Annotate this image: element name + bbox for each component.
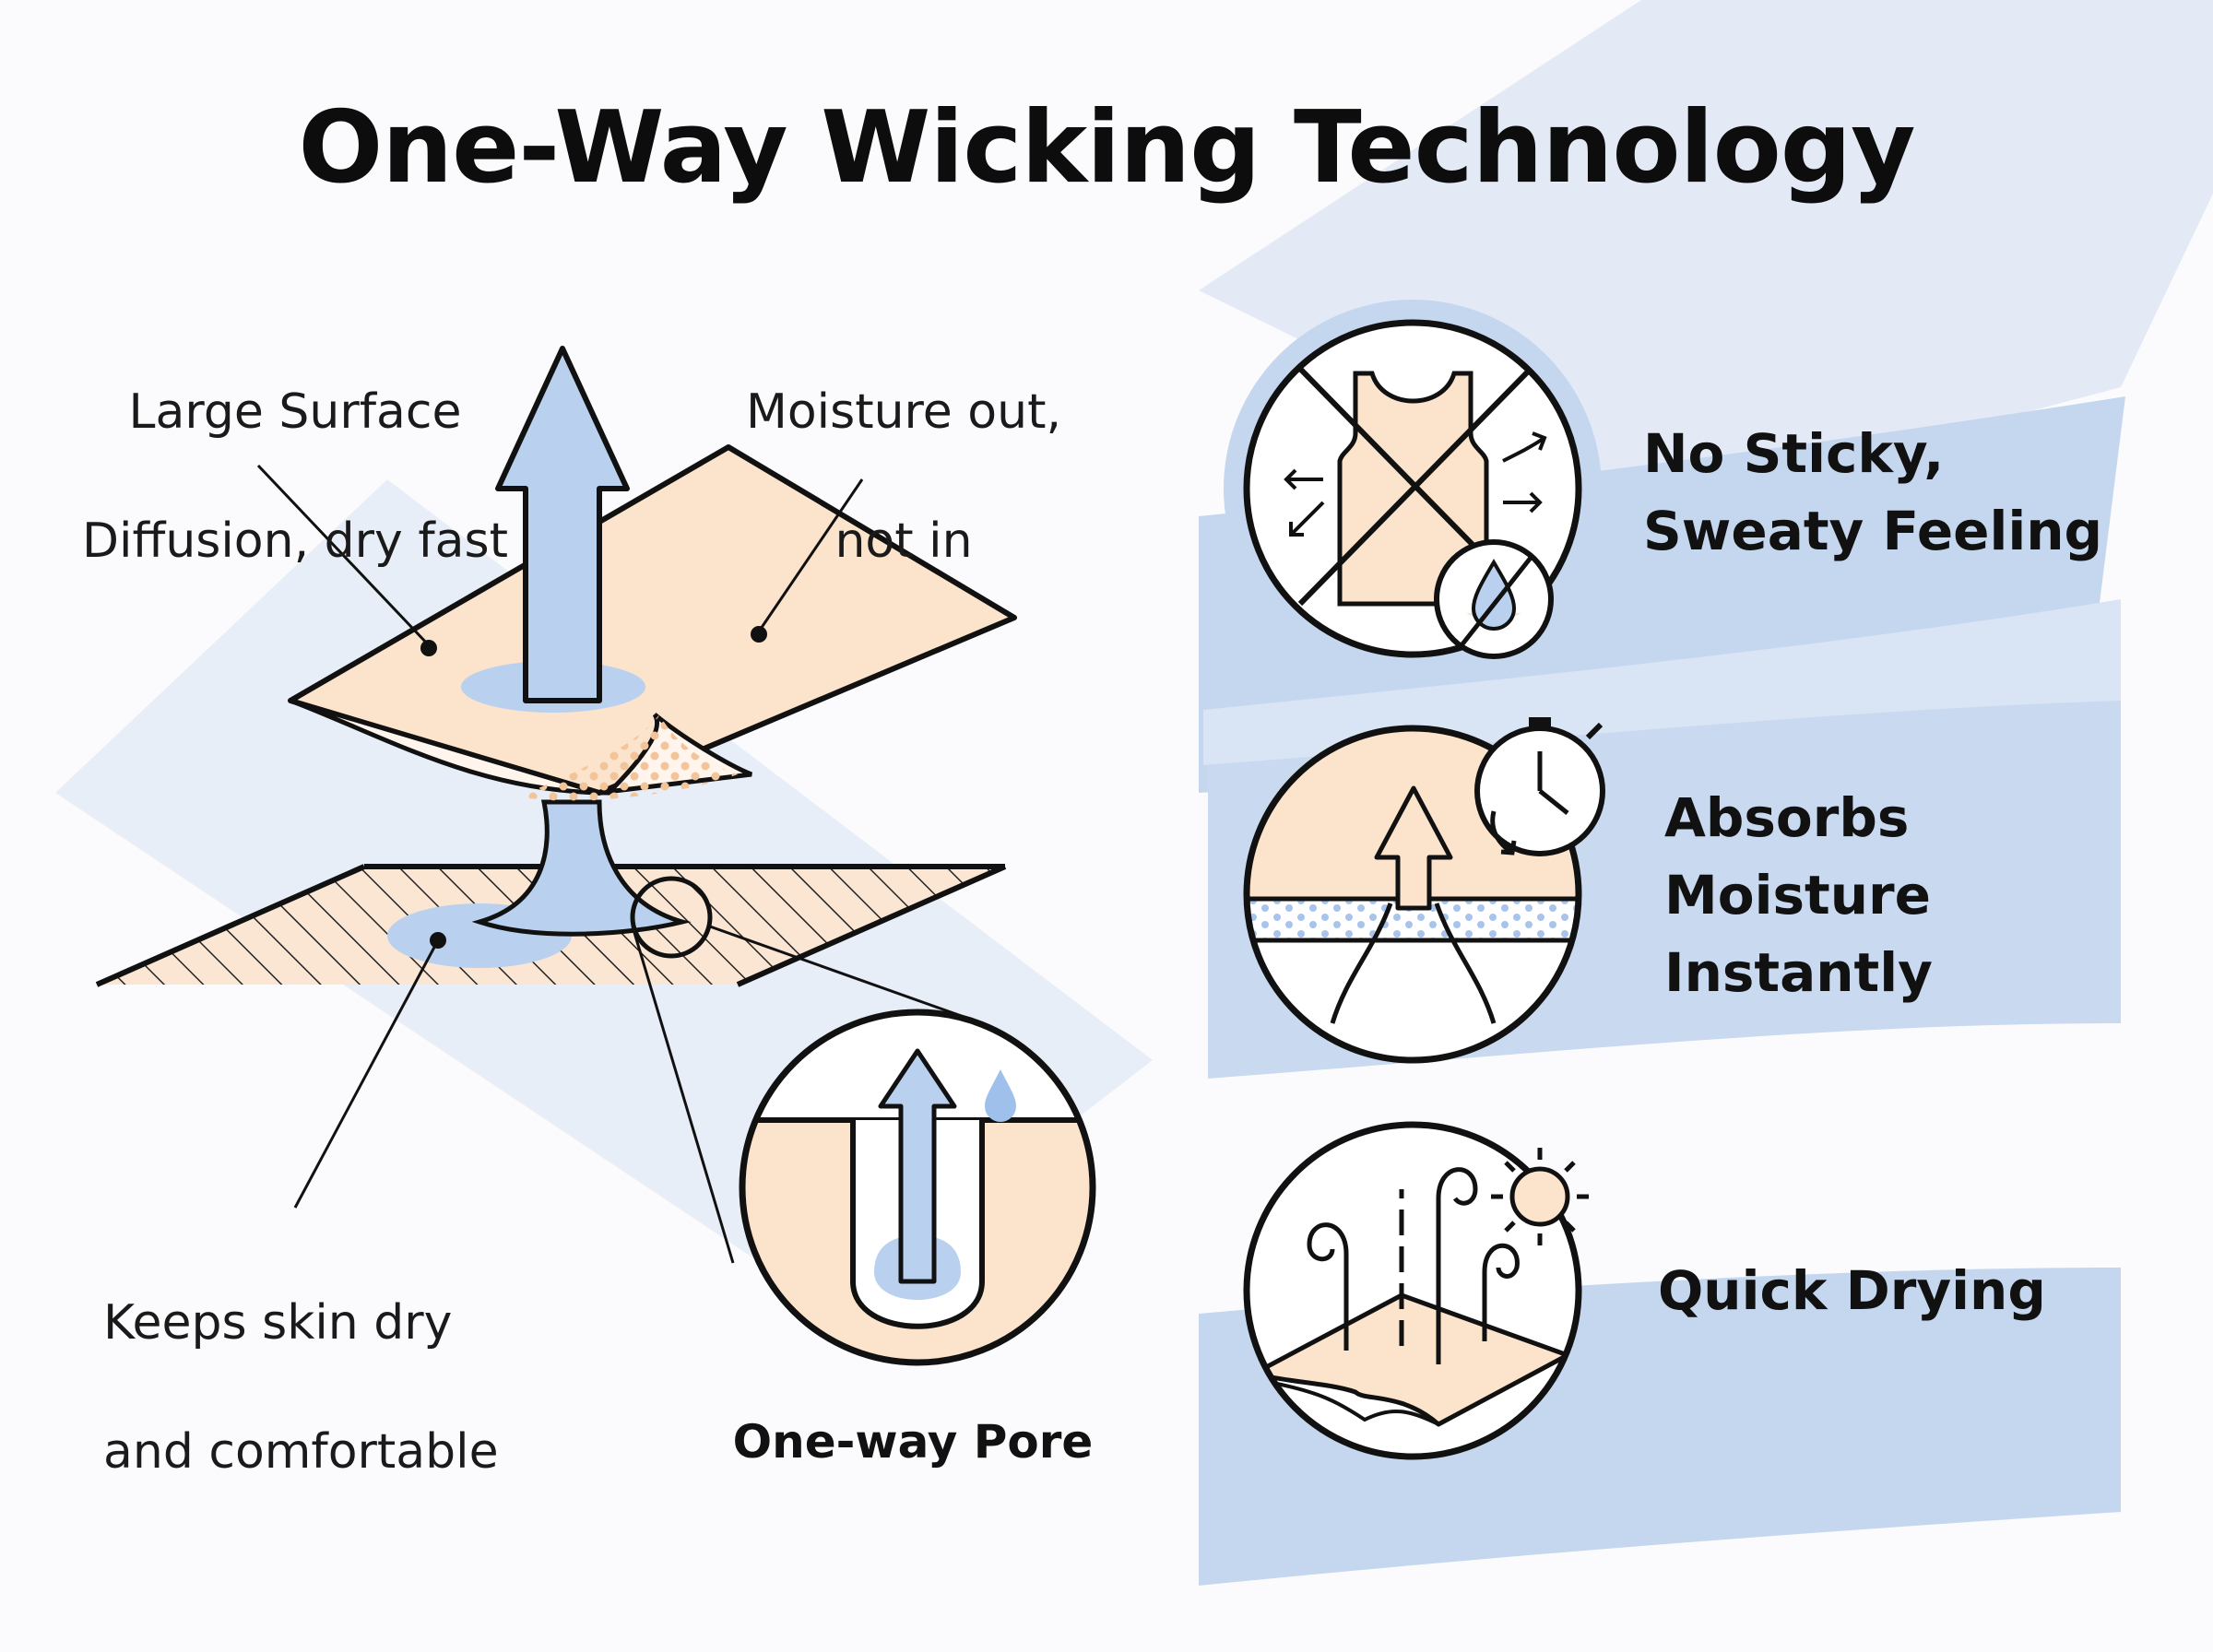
feature-line: Sweaty Feeling	[1643, 500, 2103, 562]
no-sticky-shirt-icon	[1224, 300, 1602, 678]
feature-line: Moisture	[1664, 864, 1931, 926]
blue-band-2-top	[1203, 599, 2121, 765]
one-way-pore-zoom	[739, 1009, 1096, 1366]
dotted-core	[516, 714, 738, 802]
wicking-column	[471, 799, 692, 937]
callout-keeps-skin-dry: Keeps skin dry and comfortable	[103, 1226, 583, 1549]
callout-line: Moisture out,	[745, 384, 1061, 440]
feature-line: No Sticky,	[1643, 422, 1945, 485]
callout-line: not in	[834, 513, 973, 569]
pore-label: One-way Pore	[732, 1415, 1094, 1469]
feature-quick-drying: Quick Drying	[1658, 1252, 2137, 1329]
page-title: One-Way Wicking Technology	[298, 90, 1915, 206]
callout-line: Keeps skin dry	[103, 1295, 453, 1351]
pore-magnifier-small	[630, 876, 713, 959]
feature-line: Instantly	[1664, 941, 1933, 1004]
callout-leaders	[256, 464, 864, 1209]
feature-absorbs: Absorbs Moisture Instantly	[1664, 779, 2089, 1011]
absorb-timer-icon	[1243, 717, 1605, 1064]
sun-icon	[1491, 1148, 1589, 1245]
feature-line: Quick Drying	[1658, 1259, 2046, 1322]
feature-line: Absorbs	[1664, 786, 1910, 849]
callout-moisture-out: Moisture out, not in	[728, 315, 1079, 638]
moisture-out-arrow	[495, 346, 630, 703]
callout-large-surface: Large Surface Diffusion, dry fast	[74, 315, 516, 638]
quick-dry-sun-icon	[1243, 1121, 1589, 1460]
callout-line: Diffusion, dry fast	[82, 513, 508, 569]
callout-line: and comfortable	[103, 1424, 499, 1480]
callout-line: Large Surface	[128, 384, 462, 440]
water-drop-icon	[985, 1069, 1016, 1122]
feature-no-sticky: No Sticky, Sweaty Feeling	[1643, 415, 2160, 570]
